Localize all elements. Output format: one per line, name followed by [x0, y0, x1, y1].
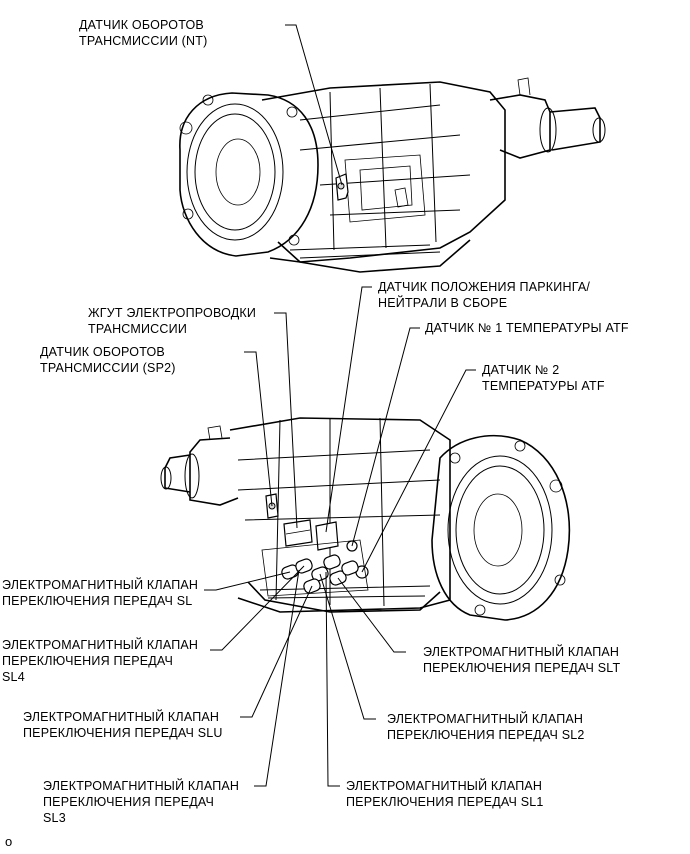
leader-lines [204, 24, 476, 787]
top-transmission [179, 77, 606, 273]
label-atf-temp-sensor-1: ДАТЧИК № 1 ТЕМПЕРАТУРЫ ATF [425, 321, 629, 335]
footer-mark: o [5, 834, 13, 849]
bottom-transmission [160, 417, 571, 621]
label-park-neutral-switch: ДАТЧИК ПОЛОЖЕНИЯ ПАРКИНГА/НЕЙТРАЛИ В СБО… [378, 280, 591, 310]
